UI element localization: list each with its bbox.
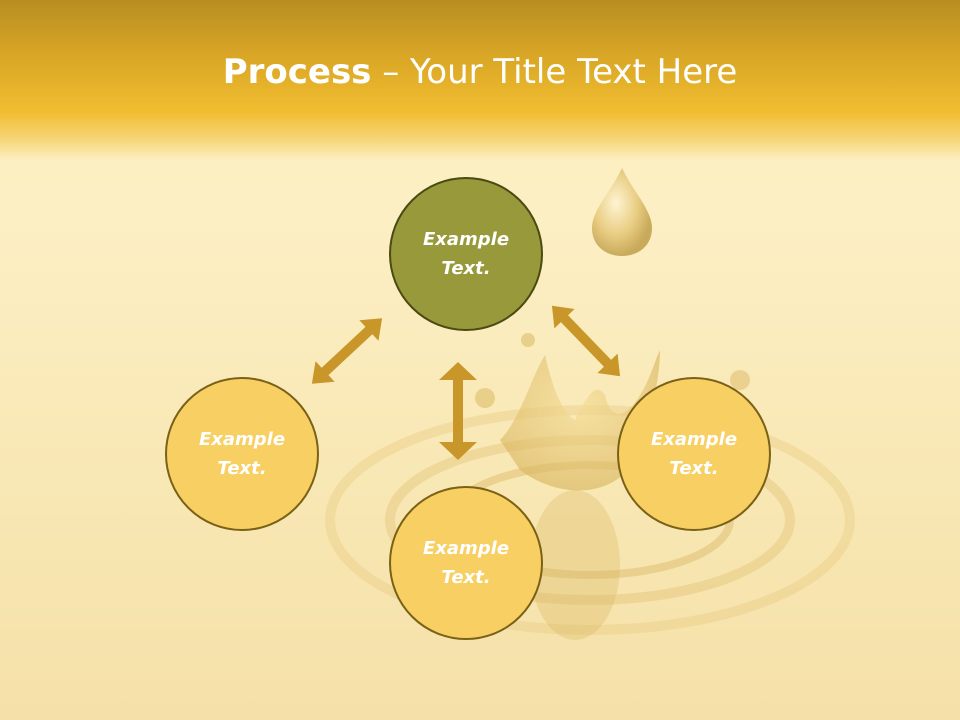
node-right-label: Example Text. bbox=[650, 429, 738, 479]
oil-drop-icon bbox=[592, 168, 652, 256]
double-arrow-icon bbox=[439, 362, 477, 460]
node-top-label: Example Text. bbox=[422, 229, 510, 279]
double-arrow-icon bbox=[311, 318, 383, 384]
slide-title: Process – Your Title Text Here bbox=[0, 52, 960, 92]
double-arrow-icon bbox=[551, 305, 621, 377]
node-left[interactable]: Example Text. bbox=[165, 377, 319, 531]
node-bottom-label: Example Text. bbox=[422, 538, 510, 588]
title-bold: Process bbox=[222, 52, 372, 92]
title-bar bbox=[0, 0, 960, 160]
node-right[interactable]: Example Text. bbox=[617, 377, 771, 531]
node-top[interactable]: Example Text. bbox=[389, 177, 543, 331]
node-bottom[interactable]: Example Text. bbox=[389, 486, 543, 640]
node-left-label: Example Text. bbox=[198, 429, 286, 479]
title-rest: – Your Title Text Here bbox=[371, 52, 738, 92]
